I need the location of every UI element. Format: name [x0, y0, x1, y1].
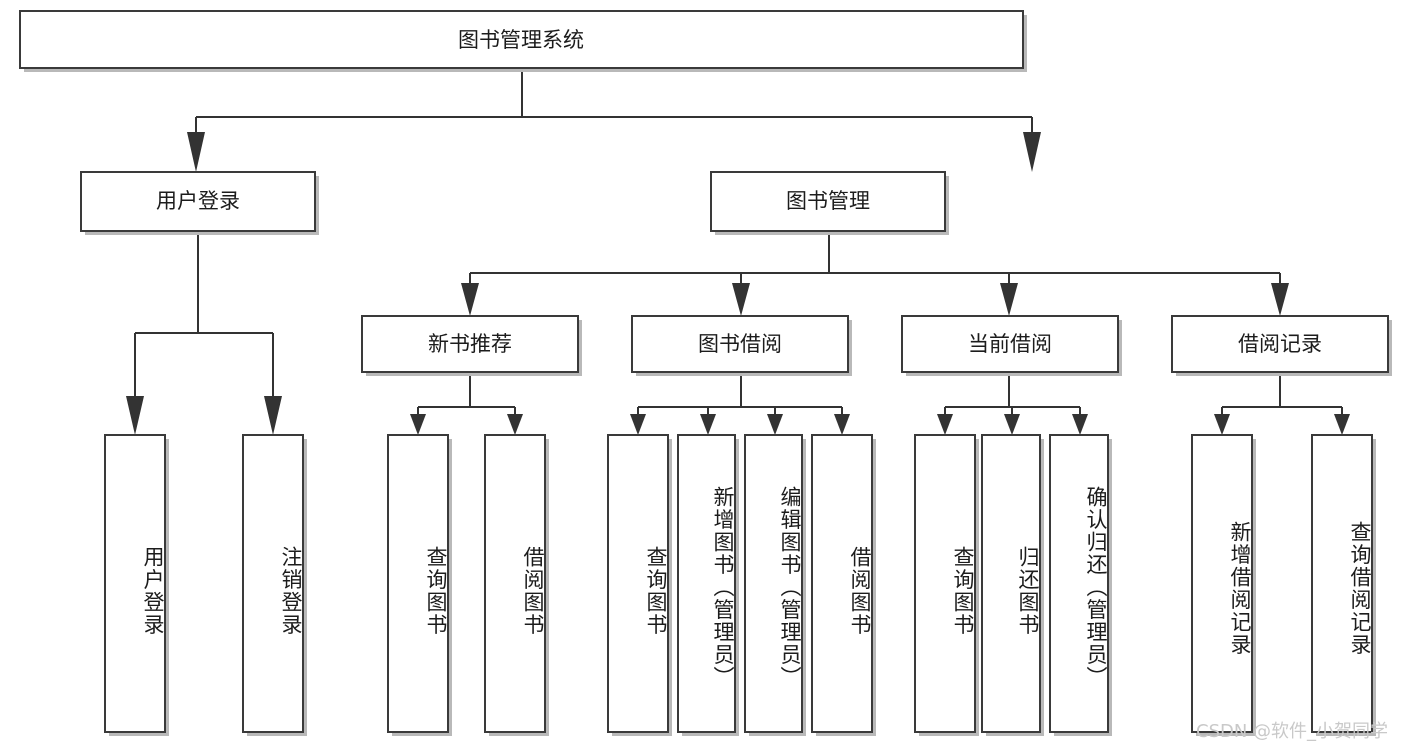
- leaf-label-user-login: 用户登录: [141, 546, 165, 636]
- leaf-label-query-book-borrow: 查询图书: [644, 546, 668, 636]
- node-current-borrow[interactable]: 当前借阅: [900, 314, 1122, 376]
- connector-current-to-leaves: [937, 375, 1088, 435]
- leaf-label-add-borrow-record: 新增借阅记录: [1228, 520, 1252, 656]
- leaf-label-return-book: 归还图书: [1016, 546, 1040, 636]
- leaf-label-query-book-current: 查询图书: [951, 546, 975, 636]
- leaf-box[interactable]: [913, 433, 979, 736]
- connector-userlogin-to-leaves: [126, 232, 282, 435]
- leaf-label-query-borrow-record: 查询借阅记录: [1348, 520, 1372, 656]
- leaf-label-borrow-book: 借阅图书: [848, 546, 872, 636]
- leaf-box[interactable]: [1190, 433, 1256, 736]
- node-book-management[interactable]: 图书管理: [709, 170, 949, 235]
- leaf-boxes: [103, 433, 1376, 736]
- leaf-box[interactable]: [980, 433, 1044, 736]
- node-new-book-recommend[interactable]: 新书推荐: [360, 314, 582, 376]
- node-borrow-record[interactable]: 借阅记录: [1170, 314, 1392, 376]
- node-book-borrow[interactable]: 图书借阅: [630, 314, 852, 376]
- leaf-label-query-book-recommend: 查询图书: [424, 546, 448, 636]
- leaf-box[interactable]: [676, 433, 739, 736]
- leaf-label-confirm-return-admin: 确认归还（管理员）: [1084, 485, 1108, 689]
- leaf-box[interactable]: [1048, 433, 1112, 736]
- node-borrow-record-label: 借阅记录: [1238, 332, 1322, 356]
- node-user-login-label: 用户登录: [156, 189, 240, 213]
- leaf-box[interactable]: [810, 433, 876, 736]
- node-root-label: 图书管理系统: [458, 28, 584, 52]
- leaf-box[interactable]: [103, 433, 169, 736]
- leaf-box[interactable]: [743, 433, 806, 736]
- node-book-management-label: 图书管理: [786, 189, 870, 213]
- node-book-borrow-label: 图书借阅: [698, 332, 782, 356]
- leaf-label-add-book-admin: 新增图书（管理员）: [711, 485, 735, 689]
- node-user-login[interactable]: 用户登录: [79, 170, 319, 235]
- csdn-watermark: CSDN @软件_小贺同学: [1196, 721, 1389, 742]
- connector-borrow-to-leaves: [630, 375, 850, 435]
- node-new-book-recommend-label: 新书推荐: [428, 332, 512, 356]
- leaf-box[interactable]: [241, 433, 307, 736]
- node-root[interactable]: 图书管理系统: [18, 9, 1027, 72]
- leaf-label-logout: 注销登录: [279, 546, 303, 636]
- leaf-label-borrow-book-recommend: 借阅图书: [521, 546, 545, 636]
- connector-bookmgmt-to-level3: [461, 232, 1289, 316]
- node-current-borrow-label: 当前借阅: [968, 332, 1052, 356]
- connector-root-to-level2: [187, 69, 1041, 172]
- leaf-box[interactable]: [483, 433, 549, 736]
- leaf-box[interactable]: [606, 433, 672, 736]
- leaf-box[interactable]: [1310, 433, 1376, 736]
- leaf-box[interactable]: [386, 433, 452, 736]
- connector-newbook-to-leaves: [410, 375, 523, 435]
- leaf-label-edit-book-admin: 编辑图书（管理员）: [778, 485, 802, 689]
- connector-record-to-leaves: [1214, 375, 1350, 435]
